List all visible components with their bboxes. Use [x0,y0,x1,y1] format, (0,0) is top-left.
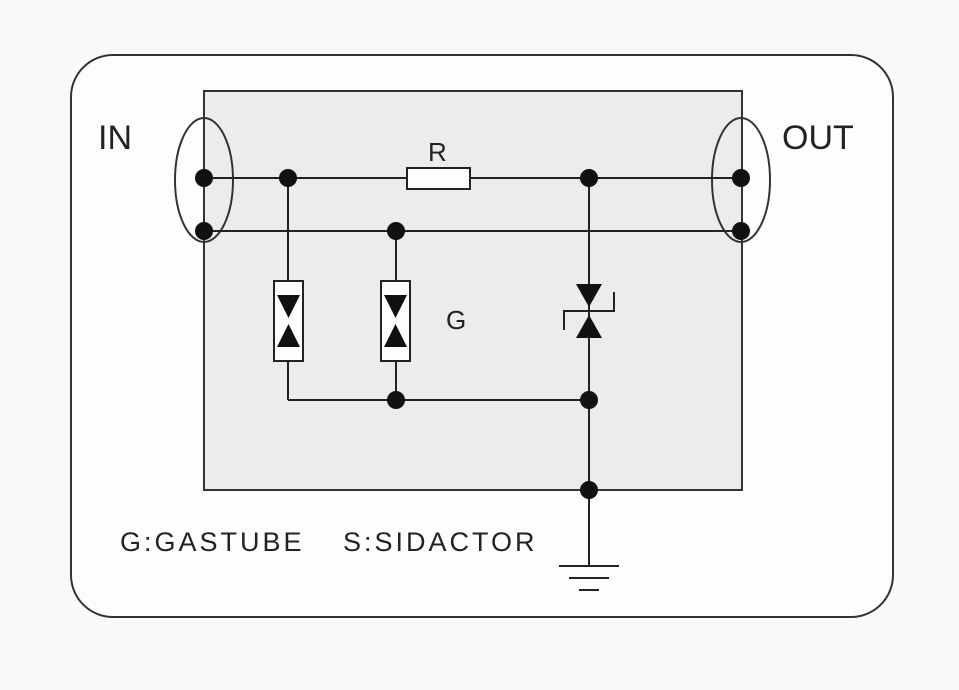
wires [204,177,741,591]
label-resistor: R [428,137,447,167]
gas-tube-2 [380,280,411,362]
sidactor [563,284,615,338]
label-in: IN [98,119,132,157]
resistor [406,167,471,190]
junction-dots [195,169,750,499]
legend-gastube: G:GASTUBE [120,527,305,557]
output-connector-ellipse [711,117,771,243]
input-connector-ellipse [174,117,234,243]
label-gas-tube: G [446,305,466,335]
label-out: OUT [782,119,854,157]
legend-sidactor: S:SIDACTOR [343,527,538,557]
gas-tube-1 [273,280,304,362]
